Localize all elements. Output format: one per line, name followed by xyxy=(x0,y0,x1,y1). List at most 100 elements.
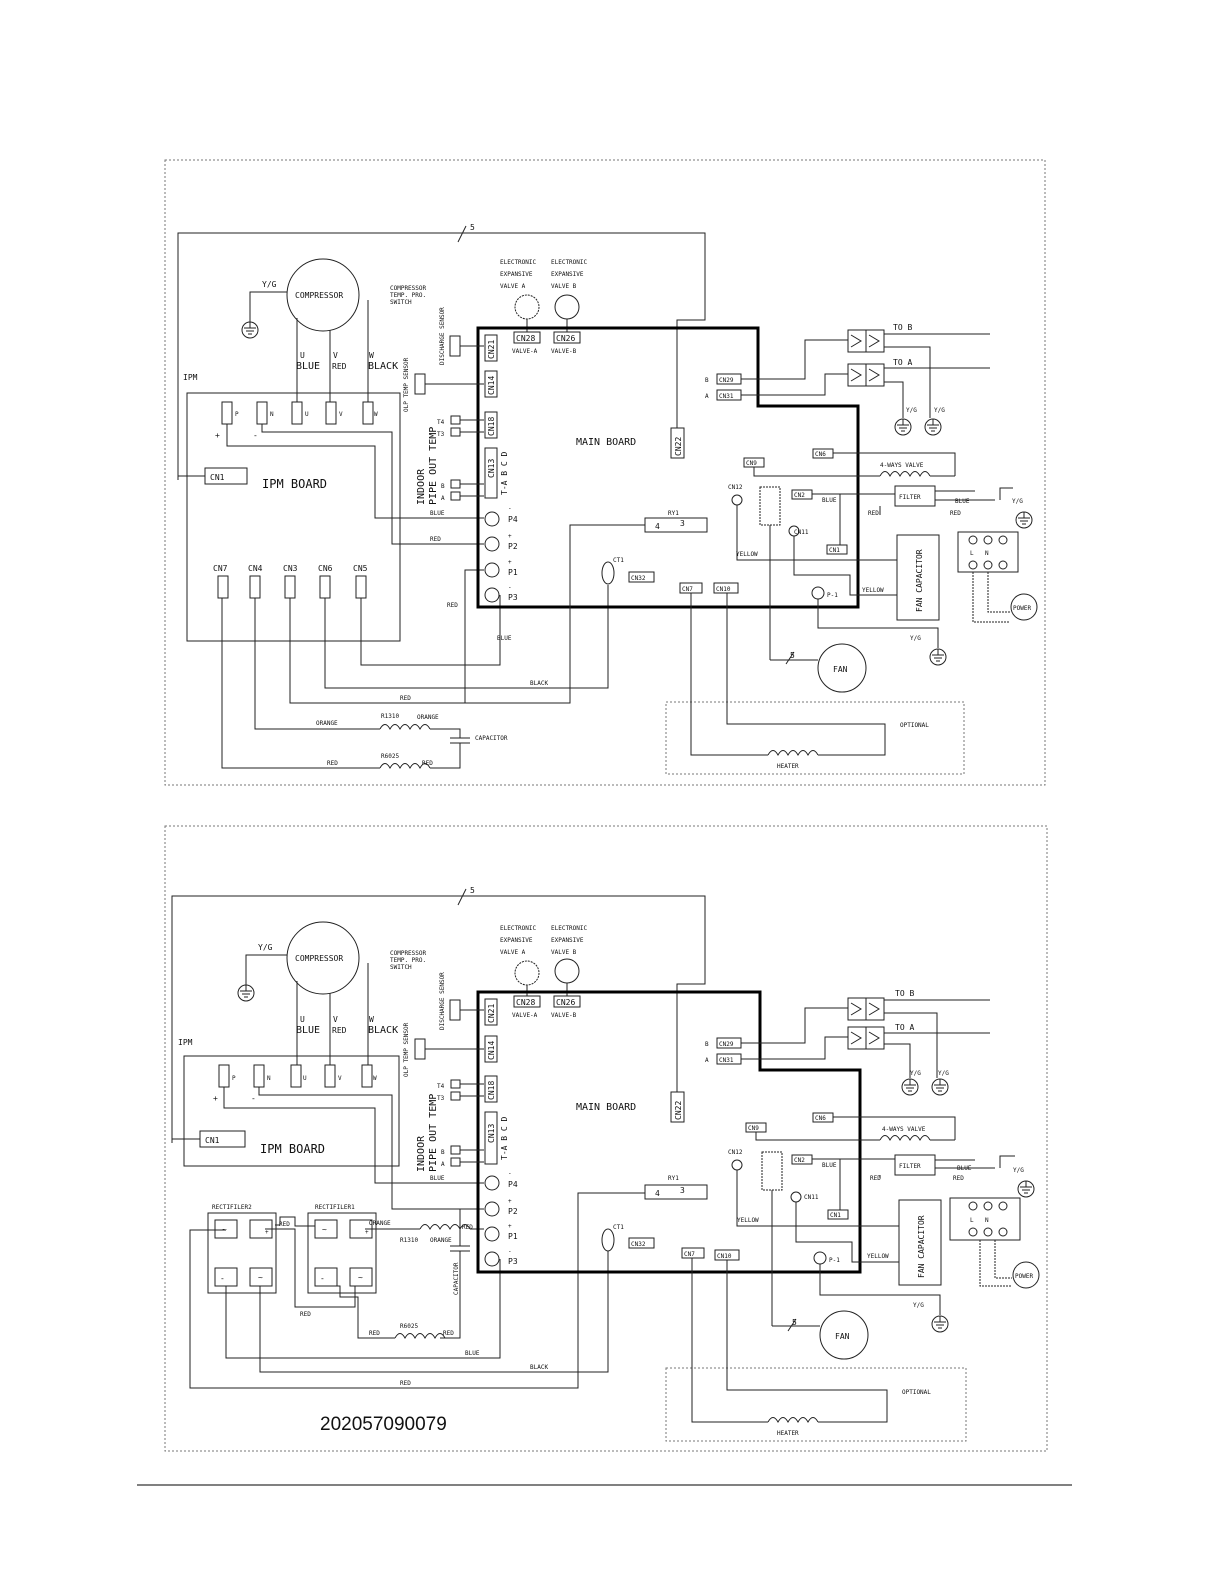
svg-text:VALVE-A: VALVE-A xyxy=(512,1012,538,1019)
svg-text:ORANGE: ORANGE xyxy=(369,1220,391,1227)
svg-text:Y/G: Y/G xyxy=(258,943,273,952)
svg-text:RED: RED xyxy=(422,760,433,767)
svg-text:CN26: CN26 xyxy=(556,998,575,1007)
svg-text:CN29: CN29 xyxy=(719,377,734,384)
svg-text:RED: RED xyxy=(332,1026,347,1035)
svg-text:CN13: CN13 xyxy=(487,1124,496,1143)
svg-text:FAN: FAN xyxy=(835,1332,850,1341)
main-board xyxy=(476,326,860,609)
svg-text:FAN CAPACITOR: FAN CAPACITOR xyxy=(917,1215,926,1278)
svg-text:CN14: CN14 xyxy=(487,376,496,395)
svg-text:Y/G: Y/G xyxy=(934,407,945,414)
svg-text:R6025: R6025 xyxy=(381,753,399,760)
svg-text:+: + xyxy=(508,1223,512,1230)
svg-text:CN1: CN1 xyxy=(829,547,840,554)
svg-text:RED: RED xyxy=(443,1330,454,1337)
svg-text:SWITCH: SWITCH xyxy=(390,964,412,971)
svg-text:P2: P2 xyxy=(508,1207,518,1216)
svg-text:CN6: CN6 xyxy=(815,1115,826,1122)
svg-text:CN7: CN7 xyxy=(213,564,228,573)
terminal-block xyxy=(957,531,1019,573)
svg-text:W: W xyxy=(369,351,374,360)
ipm-cn1: CN1 xyxy=(210,473,225,482)
svg-text:INDOOR: INDOOR xyxy=(416,1135,427,1172)
svg-text:VALVE-A: VALVE-A xyxy=(512,348,538,355)
svg-text:~: ~ xyxy=(322,1225,327,1234)
svg-text:+: + xyxy=(215,431,220,440)
svg-text:CN11: CN11 xyxy=(794,529,809,536)
svg-text:DISCHARGE SENSOR: DISCHARGE SENSOR xyxy=(439,307,446,365)
svg-text:Y/G: Y/G xyxy=(913,1302,924,1309)
compressor xyxy=(286,258,360,332)
svg-text:RED: RED xyxy=(400,1380,411,1387)
svg-text:P-1: P-1 xyxy=(829,1257,840,1264)
svg-text:ORANGE: ORANGE xyxy=(417,714,439,721)
svg-text:CN12: CN12 xyxy=(728,484,743,491)
svg-text:BLUE: BLUE xyxy=(822,497,837,504)
svg-text:CN21: CN21 xyxy=(487,340,496,359)
svg-text:FAN CAPACITOR: FAN CAPACITOR xyxy=(915,549,924,612)
svg-text:U: U xyxy=(305,411,309,418)
svg-text:CN6: CN6 xyxy=(318,564,333,573)
svg-text:YELLOW: YELLOW xyxy=(862,587,884,594)
svg-text:COMPRESSOR: COMPRESSOR xyxy=(390,950,427,957)
svg-text:ORANGE: ORANGE xyxy=(316,720,338,727)
svg-text:R6025: R6025 xyxy=(400,1323,418,1330)
svg-text:CN2: CN2 xyxy=(794,1157,805,1164)
comp-switch-l1: COMPRESSOR xyxy=(390,285,427,292)
svg-text:BLACK: BLACK xyxy=(530,1364,548,1371)
svg-text:CN10: CN10 xyxy=(717,1253,732,1260)
svg-text:-: - xyxy=(508,505,512,512)
svg-text:CN10: CN10 xyxy=(716,586,731,593)
rectifier2-label: RECTIFILER2 xyxy=(212,1204,252,1211)
svg-text:CN5: CN5 xyxy=(353,564,368,573)
svg-text:P4: P4 xyxy=(508,1180,518,1189)
svg-text:OLP TEMP SENSOR: OLP TEMP SENSOR xyxy=(403,357,410,412)
svg-text:CN1: CN1 xyxy=(205,1136,220,1145)
svg-text:TEMP. PRO.: TEMP. PRO. xyxy=(390,957,426,964)
svg-text:B: B xyxy=(705,1041,709,1048)
svg-text:5: 5 xyxy=(790,651,795,660)
svg-text:CN28: CN28 xyxy=(516,334,535,343)
svg-text:BLACK: BLACK xyxy=(368,1025,398,1036)
svg-text:P3: P3 xyxy=(508,1257,518,1266)
svg-text:T4: T4 xyxy=(437,419,445,426)
svg-text:3: 3 xyxy=(680,519,685,528)
svg-text:YELLOW: YELLOW xyxy=(737,1217,759,1224)
svg-text:CN6: CN6 xyxy=(815,451,826,458)
svg-text:P3: P3 xyxy=(508,593,518,602)
svg-text:5: 5 xyxy=(792,1318,797,1327)
svg-text:CN7: CN7 xyxy=(682,586,693,593)
svg-text:P-1: P-1 xyxy=(827,592,838,599)
svg-text:FILTER: FILTER xyxy=(899,1163,921,1170)
svg-text:T4: T4 xyxy=(437,1083,445,1090)
svg-text:N: N xyxy=(270,411,274,418)
svg-text:~: ~ xyxy=(358,1273,363,1282)
svg-text:YELLOW: YELLOW xyxy=(867,1253,889,1260)
rectifier1-label: RECTIFILER1 xyxy=(315,1204,355,1211)
svg-text:ELECTRONIC: ELECTRONIC xyxy=(500,925,537,932)
svg-text:BLUE: BLUE xyxy=(465,1350,480,1357)
svg-text:CN32: CN32 xyxy=(631,1241,646,1248)
svg-text:EXPANSIVE: EXPANSIVE xyxy=(551,937,584,944)
svg-text:Y/G: Y/G xyxy=(938,1070,949,1077)
svg-text:RED: RED xyxy=(870,1175,881,1182)
svg-text:VALVE B: VALVE B xyxy=(551,283,577,290)
svg-text:~: ~ xyxy=(258,1273,263,1282)
svg-text:POWER: POWER xyxy=(1013,605,1031,612)
comp-switch-l3: SWITCH xyxy=(390,299,412,306)
svg-text:R1310: R1310 xyxy=(400,1237,418,1244)
svg-text:A: A xyxy=(441,1161,445,1168)
svg-text:RED: RED xyxy=(950,510,961,517)
svg-text:RED: RED xyxy=(300,1311,311,1318)
svg-text:Y/G: Y/G xyxy=(910,635,921,642)
svg-text:Y/G: Y/G xyxy=(906,407,917,414)
svg-text:CN31: CN31 xyxy=(719,393,734,400)
svg-text:IPM: IPM xyxy=(178,1038,193,1047)
svg-text:3: 3 xyxy=(680,1186,685,1195)
svg-text:PIPE OUT TEMP: PIPE OUT TEMP xyxy=(428,427,439,505)
svg-text:TO B: TO B xyxy=(895,989,914,998)
svg-text:BLUE: BLUE xyxy=(955,498,970,505)
svg-text:HEATER: HEATER xyxy=(777,1430,799,1437)
